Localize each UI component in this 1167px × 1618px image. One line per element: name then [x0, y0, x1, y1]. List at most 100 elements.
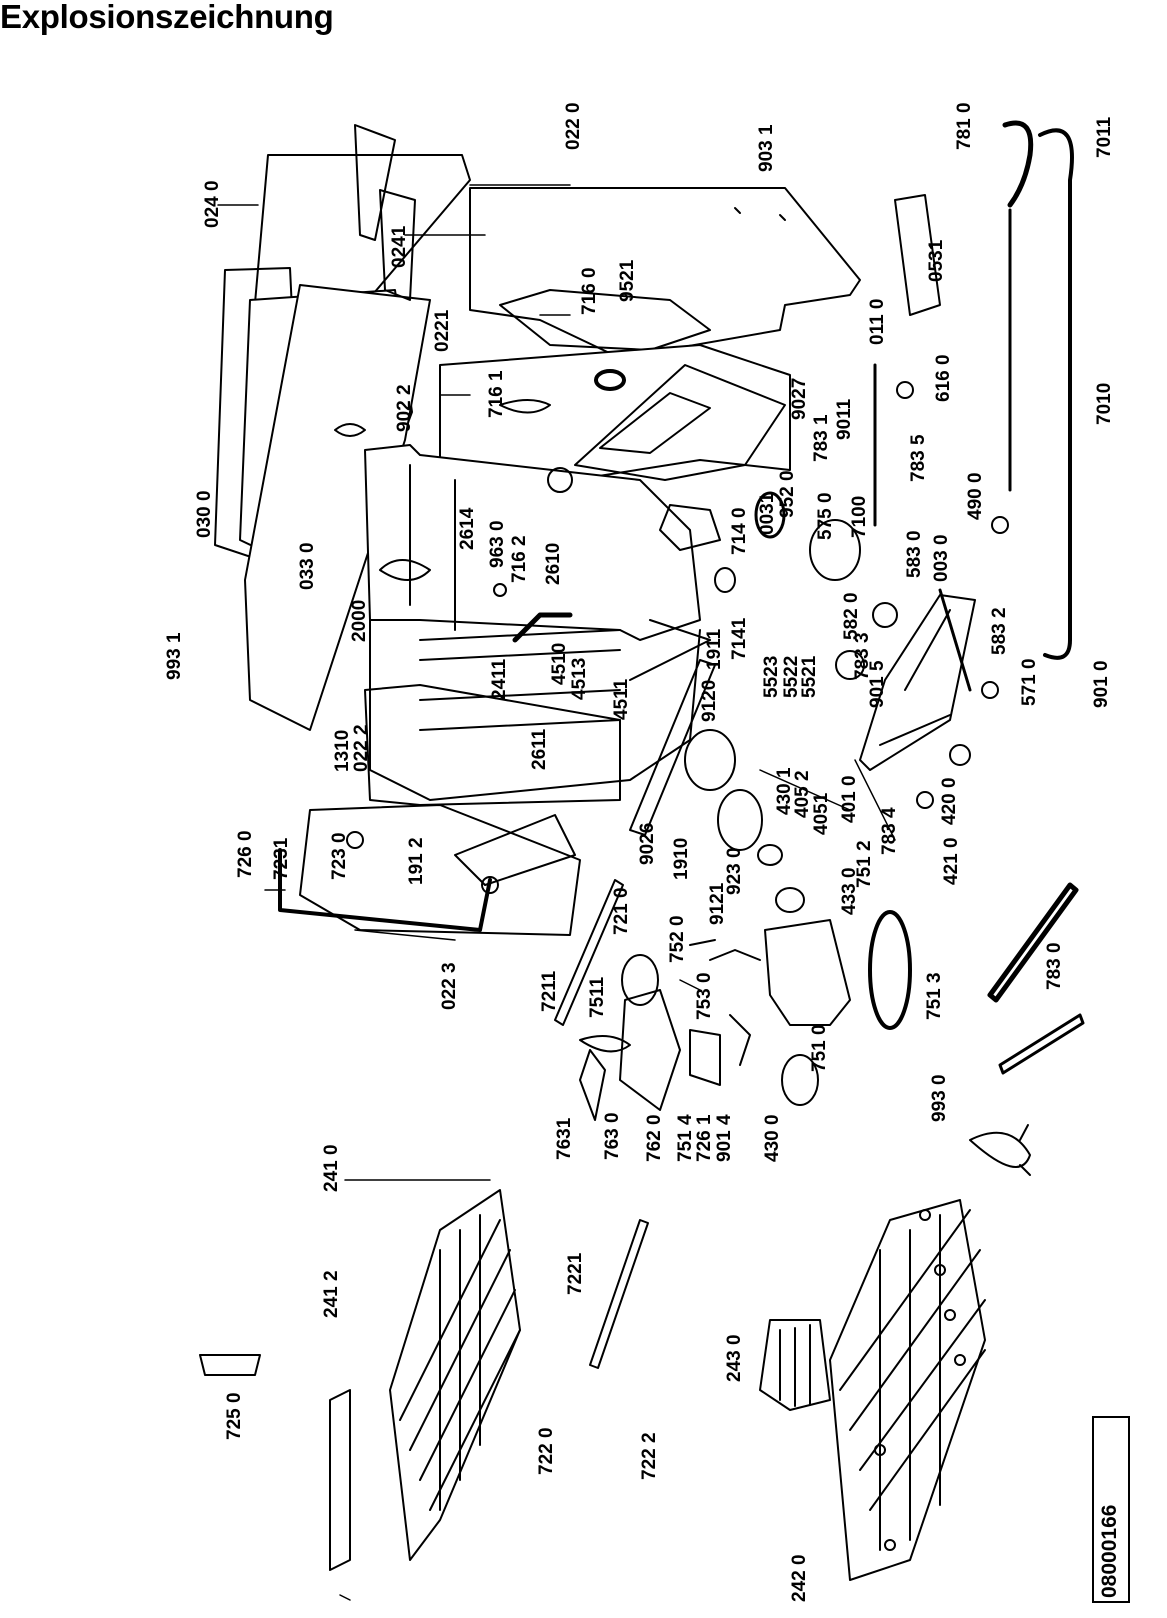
- part-label: 7141: [729, 617, 750, 660]
- part-label: 721 0: [611, 887, 632, 935]
- cutlery-basket-2430: [760, 1320, 830, 1410]
- part-label: 722 2: [639, 1432, 660, 1480]
- part-label: 763 0: [602, 1112, 623, 1160]
- part-label: 7631: [554, 1117, 575, 1160]
- part-label: 9121: [707, 882, 728, 925]
- part-label: 751 4: [675, 1114, 696, 1162]
- part-label: 575 0: [815, 492, 836, 540]
- part-label: 783 4: [879, 807, 900, 855]
- small-parts: [200, 382, 1083, 1375]
- part-label: 726 1: [694, 1114, 715, 1162]
- part-label: 901 4: [714, 1114, 735, 1162]
- part-label: 716 2: [509, 535, 530, 583]
- part-label: 616 0: [933, 354, 954, 402]
- pump-motor-cluster: [660, 493, 910, 1105]
- part-label: 716 0: [579, 267, 600, 315]
- part-label: 9027: [789, 377, 810, 420]
- side-panel-0220: [470, 188, 860, 358]
- lower-basket-2420: [830, 1200, 985, 1580]
- leader-lines: [218, 185, 895, 1600]
- part-label: 902 2: [394, 384, 415, 432]
- filter-sump-group: [580, 940, 760, 1120]
- part-label: 901 5: [867, 660, 888, 708]
- part-label: 901 0: [1091, 660, 1112, 708]
- main-tub-2000: [365, 445, 700, 800]
- part-label: 7010: [1094, 382, 1115, 425]
- part-label: 9521: [617, 259, 638, 302]
- part-label: 963 0: [487, 520, 508, 568]
- part-label: 4510: [549, 642, 570, 685]
- part-label: 7511: [587, 976, 608, 1018]
- part-label: 783 1: [811, 414, 832, 462]
- part-label: 993 0: [929, 1074, 950, 1122]
- part-label: 783 5: [908, 434, 929, 482]
- part-label: 191 2: [406, 837, 427, 885]
- part-label: 011 0: [867, 298, 888, 346]
- part-label: 022 2: [351, 724, 372, 772]
- part-label: 762 0: [644, 1114, 665, 1162]
- upper-basket-2410: [330, 1190, 520, 1570]
- part-label: 714 0: [729, 507, 750, 555]
- part-label: 401 0: [839, 775, 860, 823]
- part-label: 022 3: [439, 962, 460, 1010]
- part-label: 716 1: [486, 370, 507, 418]
- part-label: 903 1: [756, 124, 777, 172]
- part-label: 725 0: [224, 1392, 245, 1440]
- part-label: 421 0: [941, 837, 962, 885]
- part-label: 753 0: [694, 972, 715, 1020]
- part-label: 7221: [565, 1252, 586, 1295]
- heater-channel-1910: [630, 620, 715, 835]
- base-frame-0030: [860, 590, 975, 770]
- part-label: 726 0: [235, 830, 256, 878]
- part-label: 2611: [529, 728, 550, 770]
- part-label: 242 0: [789, 1554, 810, 1602]
- part-label: 5521: [799, 655, 820, 698]
- part-label: 993 1: [164, 632, 185, 680]
- part-label: 420 0: [939, 777, 960, 825]
- part-label: 003 0: [931, 534, 952, 582]
- part-label: 751 2: [854, 840, 875, 888]
- part-label: 243 0: [724, 1334, 745, 1382]
- part-label: 783 0: [1044, 942, 1065, 990]
- part-label: 241 2: [321, 1270, 342, 1318]
- part-label: 583 0: [904, 530, 925, 578]
- part-label: 5523: [761, 655, 782, 698]
- part-label: 4511: [611, 678, 632, 720]
- part-label: 583 2: [989, 607, 1010, 655]
- spray-arms: [555, 880, 1076, 1368]
- part-label: 2000: [349, 599, 370, 642]
- part-label: 9120: [699, 679, 720, 722]
- document-number: 08000166: [1098, 1504, 1121, 1598]
- part-label: 405 2: [792, 770, 813, 818]
- part-label: 7211: [539, 970, 560, 1012]
- part-label: 1310: [332, 729, 353, 772]
- part-label: 490 0: [965, 472, 986, 520]
- part-label: 9026: [637, 822, 658, 865]
- part-label: 751 0: [809, 1024, 830, 1072]
- part-label: 0241: [389, 225, 410, 268]
- part-label: 030 0: [194, 490, 215, 538]
- part-label: 430 0: [762, 1114, 783, 1162]
- part-label: 722 0: [536, 1427, 557, 1475]
- document-number-box: [1092, 1416, 1130, 1603]
- part-label: 0221: [432, 309, 453, 352]
- part-label: 781 0: [954, 102, 975, 150]
- part-label: 241 0: [321, 1144, 342, 1192]
- part-label: 1910: [671, 837, 692, 880]
- part-label: 7011: [1094, 116, 1115, 158]
- part-label: 4051: [811, 792, 832, 835]
- part-label: 751 3: [924, 972, 945, 1020]
- part-label: 2610: [543, 542, 564, 585]
- part-label: 723 0: [329, 832, 350, 880]
- part-label: 7100: [849, 495, 870, 538]
- part-label: 952 0: [777, 470, 798, 518]
- part-label: 7231: [271, 837, 292, 880]
- tubes-right: [875, 123, 1072, 658]
- part-label: 571 0: [1019, 658, 1040, 706]
- part-label: 752 0: [667, 915, 688, 963]
- part-label: 9011: [834, 398, 855, 440]
- part-label: 2614: [457, 507, 478, 550]
- door-assembly: [280, 685, 620, 935]
- part-label: 0031: [757, 492, 778, 535]
